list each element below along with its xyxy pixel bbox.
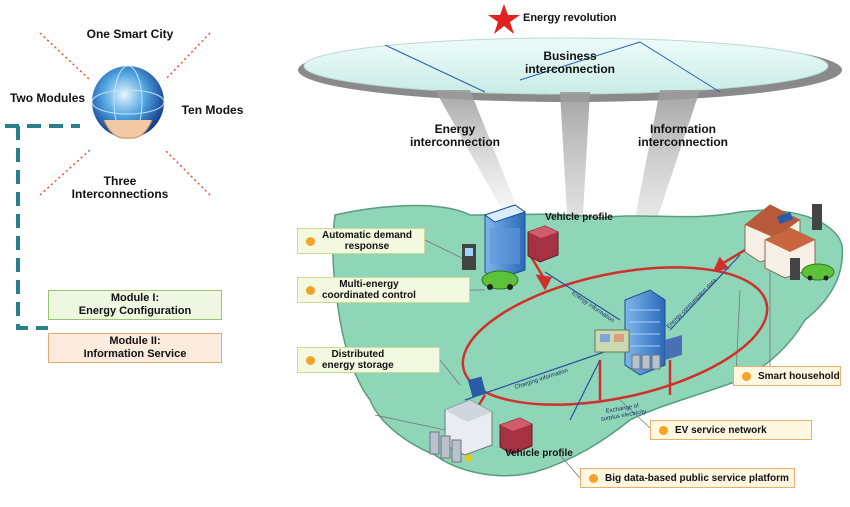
tag-auto-line2: response [344, 241, 390, 252]
business-disk [298, 37, 842, 102]
three-interconnections-line1: Three [103, 174, 137, 188]
ev-car-household-icon [790, 258, 835, 281]
tag-big-data-platform: Big data-based public service platform [580, 468, 795, 488]
information-interconnection-label: Information interconnection [628, 122, 738, 150]
tag-ev-service-network: EV service network [650, 420, 812, 440]
tag-auto-text: Automatic demand response [322, 230, 412, 252]
globe-rays [39, 32, 211, 196]
module-2-line1: Module II: [109, 335, 161, 348]
module-1-line1: Module I: [110, 292, 160, 305]
info-lines [464, 254, 741, 421]
energy-line1: Energy [434, 122, 476, 136]
tag-automatic-demand-response: Automatic demand response [297, 228, 425, 254]
energy-line2: interconnection [409, 135, 500, 150]
three-interconnections-line2: Interconnections [71, 187, 169, 202]
ev-car-icon [462, 244, 519, 290]
tag-multi-text: Multi-energy coordinated control [322, 279, 416, 301]
energy-revolution-label: Energy revolution [523, 12, 617, 24]
module-1-line2: Energy Configuration [78, 305, 192, 317]
business-line2: interconnection [524, 62, 615, 77]
tag-dist-line2: energy storage [322, 360, 394, 371]
tag-multi-energy-control: Multi-energy coordinated control [297, 277, 470, 303]
module-1-box: Module I: Energy Configuration [48, 290, 222, 320]
information-line1: Information [650, 122, 716, 136]
two-modules-label: Two Modules [9, 91, 86, 105]
storage-plant-icon [429, 376, 533, 463]
bullet-dot-icon [589, 474, 598, 483]
tag-smart-household-text: Smart household [758, 370, 840, 382]
charging-station-top [483, 204, 559, 281]
energy-loop [461, 266, 769, 406]
three-interconnections-label: Three Interconnections [60, 174, 180, 202]
star-icon [488, 4, 520, 34]
tag-smart-household: Smart household [733, 366, 841, 386]
module-2-line2: Information Service [83, 348, 187, 360]
central-building [594, 289, 682, 376]
ten-modes-label: Ten Modes [181, 103, 244, 117]
module-2-box: Module II: Information Service [48, 333, 222, 363]
module-connector [5, 124, 80, 330]
vehicle-profile-top-label: Vehicle profile [545, 212, 613, 223]
bullet-dot-icon [742, 372, 751, 381]
bullet-dot-icon [306, 356, 315, 365]
tag-dist-line1: Distributed [331, 349, 385, 360]
globe-icon [91, 65, 165, 139]
bullet-dot-icon [659, 426, 668, 435]
one-smart-city-label: One Smart City [86, 27, 174, 41]
tag-ev-network-text: EV service network [675, 424, 767, 436]
bullet-dot-icon [306, 286, 315, 295]
business-interconnection-label: Business interconnection [500, 49, 640, 77]
bullet-dot-icon [306, 237, 315, 246]
business-line1: Business [543, 49, 597, 63]
tag-auto-line1: Automatic demand [322, 230, 413, 241]
energy-interconnection-label: Energy interconnection [395, 122, 515, 150]
tag-multi-line1: Multi-energy [339, 279, 399, 290]
vehicle-profile-bottom-label: Vehicle profile [505, 448, 573, 459]
tag-multi-line2: coordinated control [322, 290, 416, 301]
tag-distributed-energy-storage: Distributed energy storage [297, 347, 440, 373]
tag-big-data-text: Big data-based public service platform [605, 472, 789, 484]
smart-house-icon [744, 204, 822, 279]
information-line2: interconnection [637, 135, 728, 150]
tag-dist-text: Distributed energy storage [322, 349, 394, 371]
